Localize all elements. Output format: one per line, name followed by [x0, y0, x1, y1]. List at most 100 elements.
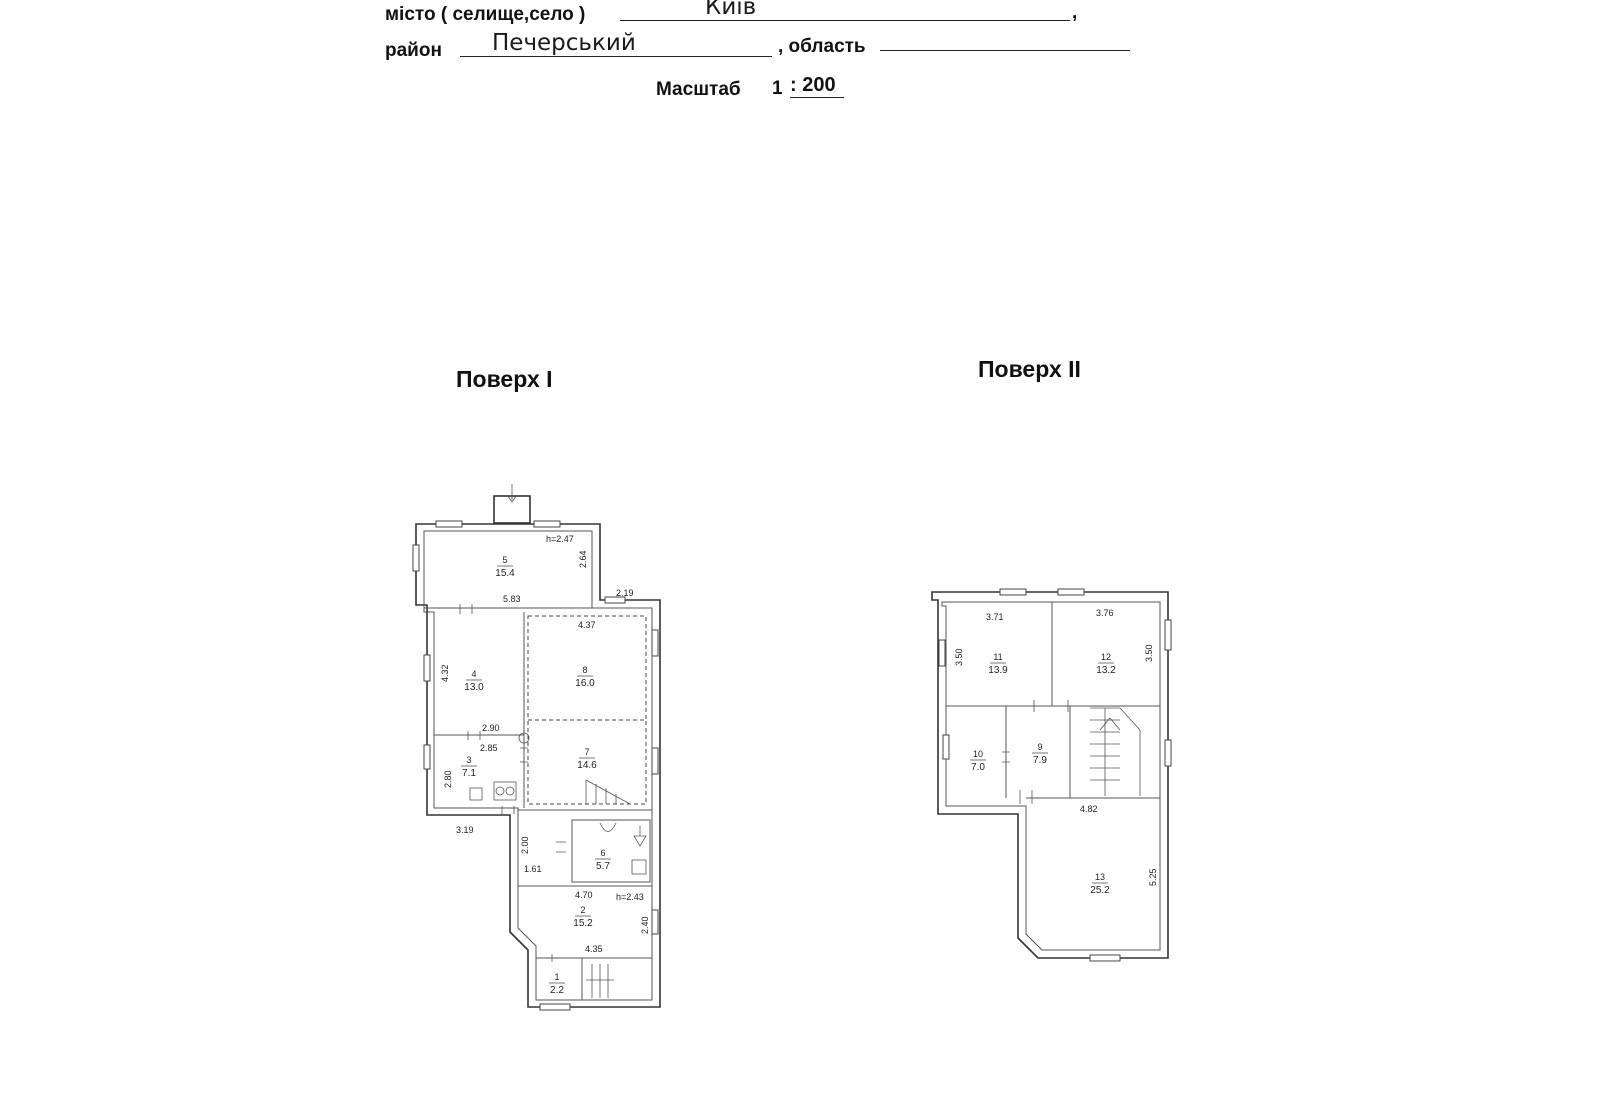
- floor-1-plan: 5 15.4 4 13.0 8 16.0 3 7.1 7 14.6 6 5.7 …: [412, 484, 661, 1011]
- entrance-arrow-icon: [507, 484, 517, 503]
- dimension-label: 4.82: [1080, 804, 1098, 814]
- room-area: 15.2: [573, 918, 593, 929]
- dimension-label: 3.71: [986, 612, 1004, 622]
- window: [435, 520, 463, 528]
- floor-1-title: Поверх I: [456, 366, 553, 392]
- city-value: Київ: [705, 0, 757, 20]
- room-number: 9: [1037, 742, 1042, 752]
- sink-icon: [493, 781, 517, 801]
- region-underline: [880, 50, 1130, 51]
- bathroom-walls: [571, 819, 651, 883]
- room-number: 6: [600, 848, 605, 858]
- dimension-label: 2.64: [578, 550, 588, 568]
- scale-prefix: 1: [772, 78, 783, 99]
- door: [467, 731, 481, 740]
- floor-2-title: Поверх II: [978, 356, 1081, 382]
- dimension-label: 4.35: [585, 944, 603, 954]
- sink-bowl-icon: [505, 786, 515, 796]
- region-label: , область: [778, 36, 866, 57]
- room-area: 13.0: [464, 682, 484, 693]
- door: [1019, 790, 1033, 804]
- room-number: 7: [584, 747, 589, 757]
- dimension-label: 2.80: [443, 770, 453, 788]
- room-area: 13.2: [1096, 665, 1116, 676]
- room-area: 7.9: [1033, 755, 1047, 766]
- room-number: 10: [973, 749, 983, 759]
- room-number: 1: [554, 972, 559, 982]
- dimension-label: 3.76: [1096, 608, 1114, 618]
- door: [1002, 751, 1010, 763]
- window: [651, 909, 659, 935]
- dimension-label: 2.90: [482, 723, 500, 733]
- window: [412, 544, 420, 572]
- floor-1-stair: [585, 779, 631, 805]
- window: [1164, 619, 1172, 651]
- dimension-label: 3.19: [456, 825, 474, 835]
- ceiling-height-note: h=2.47: [546, 534, 574, 544]
- floor-2-outer-wall: [931, 591, 1169, 959]
- window: [1057, 588, 1085, 596]
- city-trailing-comma: ,: [1072, 2, 1078, 23]
- dimension-label: 2.19: [616, 588, 634, 598]
- window: [651, 629, 659, 657]
- door: [501, 806, 515, 814]
- floor-2-plan: 11 13.9 12 13.2 10 7.0 9 7.9 13 25.2 3.7…: [931, 588, 1172, 962]
- bathtub-icon: [599, 822, 617, 832]
- door: [520, 747, 528, 763]
- door: [1033, 700, 1069, 712]
- room-number: 5: [502, 555, 507, 565]
- window: [423, 744, 431, 770]
- shower-icon: [633, 826, 647, 847]
- room-area: 2.2: [550, 985, 564, 996]
- entrance-porch: [493, 495, 531, 524]
- dimension-label: 3.50: [1144, 644, 1154, 662]
- stair-arrow-icon: [1099, 717, 1121, 731]
- room-number: 4: [471, 669, 476, 679]
- city-label: місто ( селище,село ): [385, 4, 586, 25]
- room-area: 7.0: [971, 762, 985, 773]
- dimension-label: 1.61: [524, 864, 542, 874]
- room-area: 14.6: [577, 760, 597, 771]
- room-area: 25.2: [1090, 885, 1110, 896]
- door: [556, 841, 566, 853]
- room-number: 8: [582, 665, 587, 675]
- boiler-icon: [518, 732, 530, 744]
- room-area: 15.4: [495, 568, 515, 579]
- dimension-label: 2.85: [480, 743, 498, 753]
- sink-bowl-icon: [495, 786, 505, 796]
- district-label: район: [385, 40, 442, 61]
- window: [533, 520, 561, 528]
- city-underline: [620, 20, 1070, 21]
- room-number: 12: [1101, 652, 1111, 662]
- dimension-label: 2.00: [520, 836, 530, 854]
- window: [604, 596, 626, 604]
- room-number: 3: [466, 755, 471, 765]
- room-area: 7.1: [462, 768, 476, 779]
- dimension-label: 4.37: [578, 620, 596, 630]
- scale-label: Масштаб: [656, 79, 741, 100]
- scale-underline: [790, 97, 844, 98]
- room-area: 13.9: [988, 665, 1008, 676]
- room-number: 11: [993, 652, 1002, 662]
- dimension-label: 4.32: [440, 664, 450, 682]
- entrance-stair: [586, 964, 614, 998]
- dimension-label: 4.70: [575, 890, 593, 900]
- window: [938, 639, 946, 667]
- room-area: 5.7: [596, 861, 610, 872]
- window: [1089, 954, 1121, 962]
- dimension-label: 5.25: [1148, 868, 1158, 886]
- window: [423, 654, 431, 682]
- window: [651, 747, 659, 775]
- ceiling-height-note: h=2.43: [616, 892, 644, 902]
- room-7-boundary: [527, 719, 647, 805]
- floor-2-inner-wall-offset: [941, 601, 1161, 951]
- scale-value: : 200: [790, 74, 836, 96]
- room-area: 16.0: [575, 678, 595, 689]
- floor-2-stair: [1090, 707, 1141, 796]
- district-value: Печерський: [492, 30, 636, 56]
- room-number: 2: [580, 905, 585, 915]
- window: [539, 1003, 571, 1011]
- district-underline: [460, 56, 772, 57]
- window: [942, 734, 950, 760]
